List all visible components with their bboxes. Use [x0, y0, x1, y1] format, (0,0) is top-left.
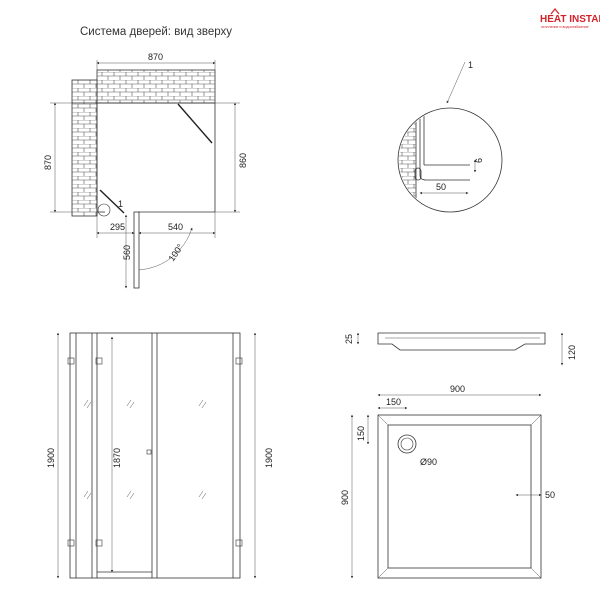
dim-door-length: 560: [122, 245, 132, 260]
detail-width: 50: [436, 182, 446, 192]
drain-diameter: Ø90: [420, 457, 437, 467]
tray-top-width: 900: [450, 384, 465, 394]
tray-edge-dim: 50: [545, 490, 555, 500]
dim-left-height: 870: [43, 155, 53, 170]
drawing-title: Система дверей: вид зверху: [80, 26, 232, 38]
tray-height-dim: 120: [567, 345, 577, 360]
tray-top-view: Ø90 900 150 150 900 50: [340, 384, 555, 579]
detail-callout-label: 1: [468, 60, 473, 70]
top-brick-wall: [96, 69, 216, 104]
dim-right-height: 860: [238, 153, 248, 168]
drain-x-dim: 150: [386, 397, 401, 407]
logo-text: HEAT INSTALL: [540, 14, 600, 25]
detail-gap: 6: [474, 158, 484, 163]
front-total-right: 1900: [264, 448, 274, 468]
tray-lip-dim: 25: [344, 334, 354, 344]
dim-top-width: 870: [148, 52, 163, 62]
top-view-plan: 870 870 860 1 295 540 560 100°: [43, 52, 248, 289]
tray-side-view: 25 120: [344, 332, 577, 366]
top-callout: 1: [118, 199, 123, 209]
front-door-height: 1870: [112, 448, 122, 468]
drain-y-dim: 150: [356, 426, 366, 441]
logo-subtitle: отопление и водоснабжение: [541, 25, 589, 29]
front-total-left: 1900: [46, 448, 56, 468]
dim-bottom-left: 295: [110, 222, 125, 232]
left-brick-wall: [71, 102, 98, 217]
tray-top-height: 900: [340, 490, 350, 505]
front-view: 1900 1870 1900: [46, 332, 274, 579]
door-angle: 100°: [166, 242, 185, 263]
heat-install-logo: HEAT INSTALL отопление и водоснабжение: [540, 8, 600, 29]
dim-bottom-right: 540: [168, 222, 183, 232]
detail-view: 1 6 50: [397, 60, 503, 213]
